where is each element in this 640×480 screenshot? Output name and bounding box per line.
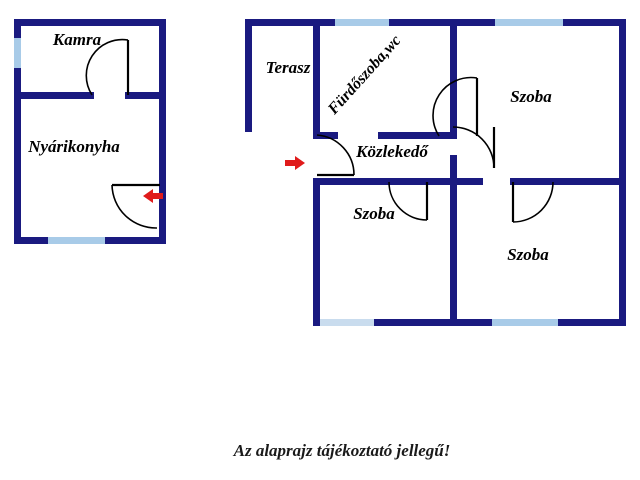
right-building-wall-top-c	[563, 19, 626, 26]
partition-right-rooms-divider	[510, 178, 626, 185]
left-building-wall-left-lower	[14, 68, 21, 244]
right-building-wall-left-upper	[313, 19, 320, 132]
left-building-partition-kamra-right	[125, 92, 166, 99]
right-building-wall-bottom-c	[440, 319, 492, 326]
left-building: Kamra Nyárikonyha	[14, 19, 166, 244]
left-building-wall-left-upper	[14, 19, 21, 38]
room-label-nyarikonyha: Nyárikonyha	[27, 137, 120, 156]
right-building-wall-right	[619, 19, 626, 326]
arrow-right-icon	[285, 156, 305, 170]
partition-kozlekedo-bottom-right	[450, 178, 483, 185]
partition-vertical-lower	[450, 155, 457, 326]
left-building-wall-right	[159, 19, 166, 244]
szoba-lower-left-door-arc	[388, 181, 428, 221]
room-label-szoba-lower-left: Szoba	[353, 204, 395, 223]
right-building-wall-left-lower	[313, 178, 320, 326]
partition-furdoszoba-bottom-left	[313, 132, 338, 139]
right-building-window-top-2	[495, 19, 570, 26]
left-entry-arrow	[143, 189, 163, 203]
left-building-partition-kamra-left	[14, 92, 94, 99]
room-label-kozlekedo: Közlekedő	[355, 142, 429, 161]
plan-disclaimer-caption: Az alaprajz tájékoztató jellegű!	[233, 441, 451, 460]
room-label-kamra: Kamra	[52, 30, 102, 49]
partition-kozlekedo-bottom-left	[313, 178, 470, 185]
entrance-door-arc	[316, 134, 355, 176]
room-label-terasz: Terasz	[266, 58, 311, 77]
arrow-left-icon	[143, 189, 163, 203]
furdoszoba-door-arc	[432, 76, 478, 137]
left-building-window-left	[14, 38, 21, 68]
szoba-lower-right-door-arc	[512, 181, 554, 223]
room-label-szoba-lower-right: Szoba	[507, 245, 549, 264]
nyarikonyha-door-arc	[111, 184, 158, 229]
right-building-window-bottom-faded	[313, 319, 381, 326]
right-building-window-bottom-1	[487, 319, 565, 326]
terasz-wall-top	[245, 19, 320, 26]
room-label-szoba-upper-right: Szoba	[510, 87, 552, 106]
right-building-wall-bottom-b	[558, 319, 626, 326]
right-building-wall-bottom-a	[374, 319, 446, 326]
left-building-window-bottom	[48, 237, 105, 244]
right-entry-arrow	[285, 156, 305, 170]
room-label-furdoszoba-wc: Fürdőszoba,wc	[324, 32, 404, 118]
partition-furdoszoba-bottom-right	[378, 132, 457, 139]
right-building-window-top-1	[335, 19, 389, 26]
right-building: Terasz Fürdőszoba,wc Közlekedő Szoba Szo…	[245, 19, 626, 326]
partition-vertical-upper	[450, 19, 457, 132]
right-building-wall-top-a	[313, 19, 335, 26]
szoba-upper-right-door-arc	[452, 126, 495, 169]
terasz-wall-left	[245, 19, 252, 132]
left-building-wall-top	[14, 19, 166, 26]
kamra-door-arc	[85, 38, 129, 96]
